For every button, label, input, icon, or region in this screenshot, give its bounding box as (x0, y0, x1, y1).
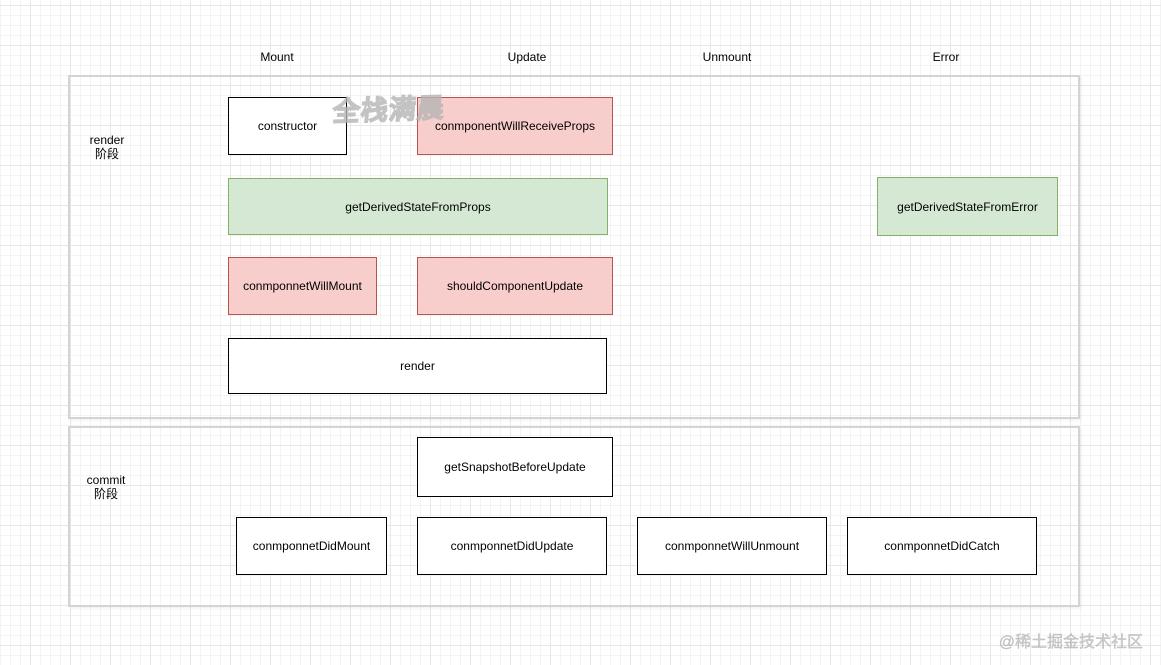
commit-phase-label-line2: 阶段 (93, 487, 118, 501)
box-label: conmponnetWillUnmount (664, 539, 800, 553)
box-label: conmponentWillReceiveProps (434, 119, 596, 133)
box-label: getDerivedStateFromError (897, 199, 1038, 214)
commit-phase-label-line1: commit (86, 473, 126, 487)
lifecycle-box-get-derived-state-from-props: getDerivedStateFromProps (228, 178, 608, 235)
lifecycle-box-component-did-update: conmponnetDidUpdate (417, 517, 607, 575)
column-header-update: Update (507, 50, 547, 64)
lifecycle-box-constructor: constructor (228, 97, 347, 155)
lifecycle-box-should-component-update: shouldComponentUpdate (417, 257, 613, 315)
box-label: render (400, 359, 435, 373)
render-phase-container (68, 75, 1080, 419)
box-label: conmponnetDidMount (252, 539, 371, 553)
box-label: getSnapshotBeforeUpdate (444, 460, 586, 474)
box-label: shouldComponentUpdate (446, 279, 584, 293)
column-header-unmount: Unmount (702, 50, 752, 64)
column-header-mount: Mount (260, 50, 294, 64)
box-label: conmponnetDidUpdate (450, 539, 574, 553)
lifecycle-box-get-derived-state-from-error: getDerivedStateFromError (877, 177, 1058, 236)
lifecycle-box-component-will-mount: conmponnetWillMount (228, 257, 377, 315)
commit-phase-label: commit 阶段 (61, 473, 151, 501)
lifecycle-box-render: render (228, 338, 607, 394)
column-header-error: Error (932, 50, 960, 64)
box-label: conmponnetDidCatch (884, 539, 1000, 553)
box-label: constructor (257, 119, 318, 133)
commit-phase-container (68, 426, 1080, 607)
render-phase-label-line1: render (89, 133, 125, 147)
render-phase-label: render 阶段 (62, 133, 152, 161)
lifecycle-box-component-will-unmount: conmponnetWillUnmount (637, 517, 827, 575)
render-phase-label-line2: 阶段 (94, 147, 119, 161)
box-label: getDerivedStateFromProps (345, 199, 491, 214)
lifecycle-box-component-did-mount: conmponnetDidMount (236, 517, 387, 575)
watermark-juejin-community: @稀土掘金技术社区 (998, 634, 1144, 651)
lifecycle-box-component-did-catch: conmponnetDidCatch (847, 517, 1037, 575)
lifecycle-box-get-snapshot-before-update: getSnapshotBeforeUpdate (417, 437, 613, 497)
lifecycle-box-component-will-receive-props: conmponentWillReceiveProps (417, 97, 613, 155)
box-label: conmponnetWillMount (243, 279, 362, 293)
